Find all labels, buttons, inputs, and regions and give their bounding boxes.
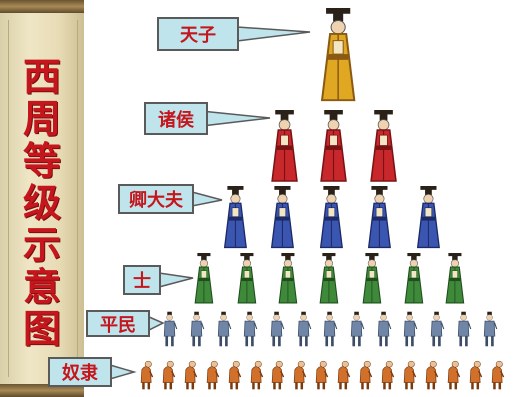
figure-3 [404,253,424,304]
scroll-roller-top [0,0,84,13]
figure-1 [320,110,348,182]
diagram-title: 西周等级示意图 [0,58,84,348]
tier-label-tianzi: 天子 [157,17,239,51]
title-char: 图 [22,306,61,351]
title-char: 周 [22,96,61,141]
title-scroll: 西周等级示意图 [0,0,84,397]
figure-3 [237,253,257,304]
figure-5 [162,360,176,390]
figure-4 [297,311,312,347]
figure-3 [278,253,298,304]
figure-5 [381,360,395,390]
figure-4 [484,311,498,347]
figure-5 [206,360,219,390]
figure-2 [319,186,343,249]
figure-2 [367,186,391,249]
scroll-paper [8,20,78,377]
figure-2 [270,186,294,249]
tier-label-shi: 士 [123,265,161,295]
figure-4 [270,311,285,347]
figure-4 [217,311,232,347]
title-char: 级 [22,180,61,225]
figure-5 [250,360,263,390]
label-pointer [236,26,311,42]
figure-0 [320,8,356,102]
figure-5 [316,360,329,390]
figure-5 [338,360,351,390]
tier-label-pingmin: 平民 [86,310,150,337]
tier-label-zhuhou: 诸侯 [144,102,208,135]
figure-5 [184,360,197,390]
figure-4 [377,311,392,347]
figure-5 [272,360,285,390]
figure-4 [350,311,365,347]
figure-5 [228,360,241,390]
label-pointer [205,110,271,127]
figure-4 [430,311,445,347]
figure-4 [457,311,472,347]
figure-4 [324,311,338,347]
label-pointer [147,315,165,332]
figure-3 [194,253,214,304]
figure-1 [370,110,398,182]
figure-5 [469,360,483,390]
figure-2 [416,186,440,249]
figure-1 [271,110,299,182]
title-char: 等 [22,138,61,183]
title-char: 意 [22,264,61,309]
figure-5 [403,360,417,390]
figure-5 [491,360,505,390]
figure-5 [425,360,439,390]
figure-3 [319,253,339,304]
figure-2 [223,186,247,249]
title-char: 西 [22,54,61,99]
figure-5 [294,360,307,390]
label-pointer [158,272,194,288]
title-char: 示 [22,222,61,267]
figure-3 [362,253,382,304]
scroll-roller-bottom [0,384,84,397]
tier-label-qingdafu: 卿大夫 [118,184,194,214]
figure-5 [140,360,154,390]
label-pointer [109,364,137,380]
figure-4 [164,311,178,347]
figure-4 [244,311,258,347]
figure-3 [445,253,465,304]
label-pointer [191,191,223,207]
figure-4 [190,311,205,347]
tier-label-nuli: 奴隶 [48,357,112,387]
figure-5 [447,360,461,390]
figure-5 [359,360,373,390]
figure-4 [404,311,418,347]
